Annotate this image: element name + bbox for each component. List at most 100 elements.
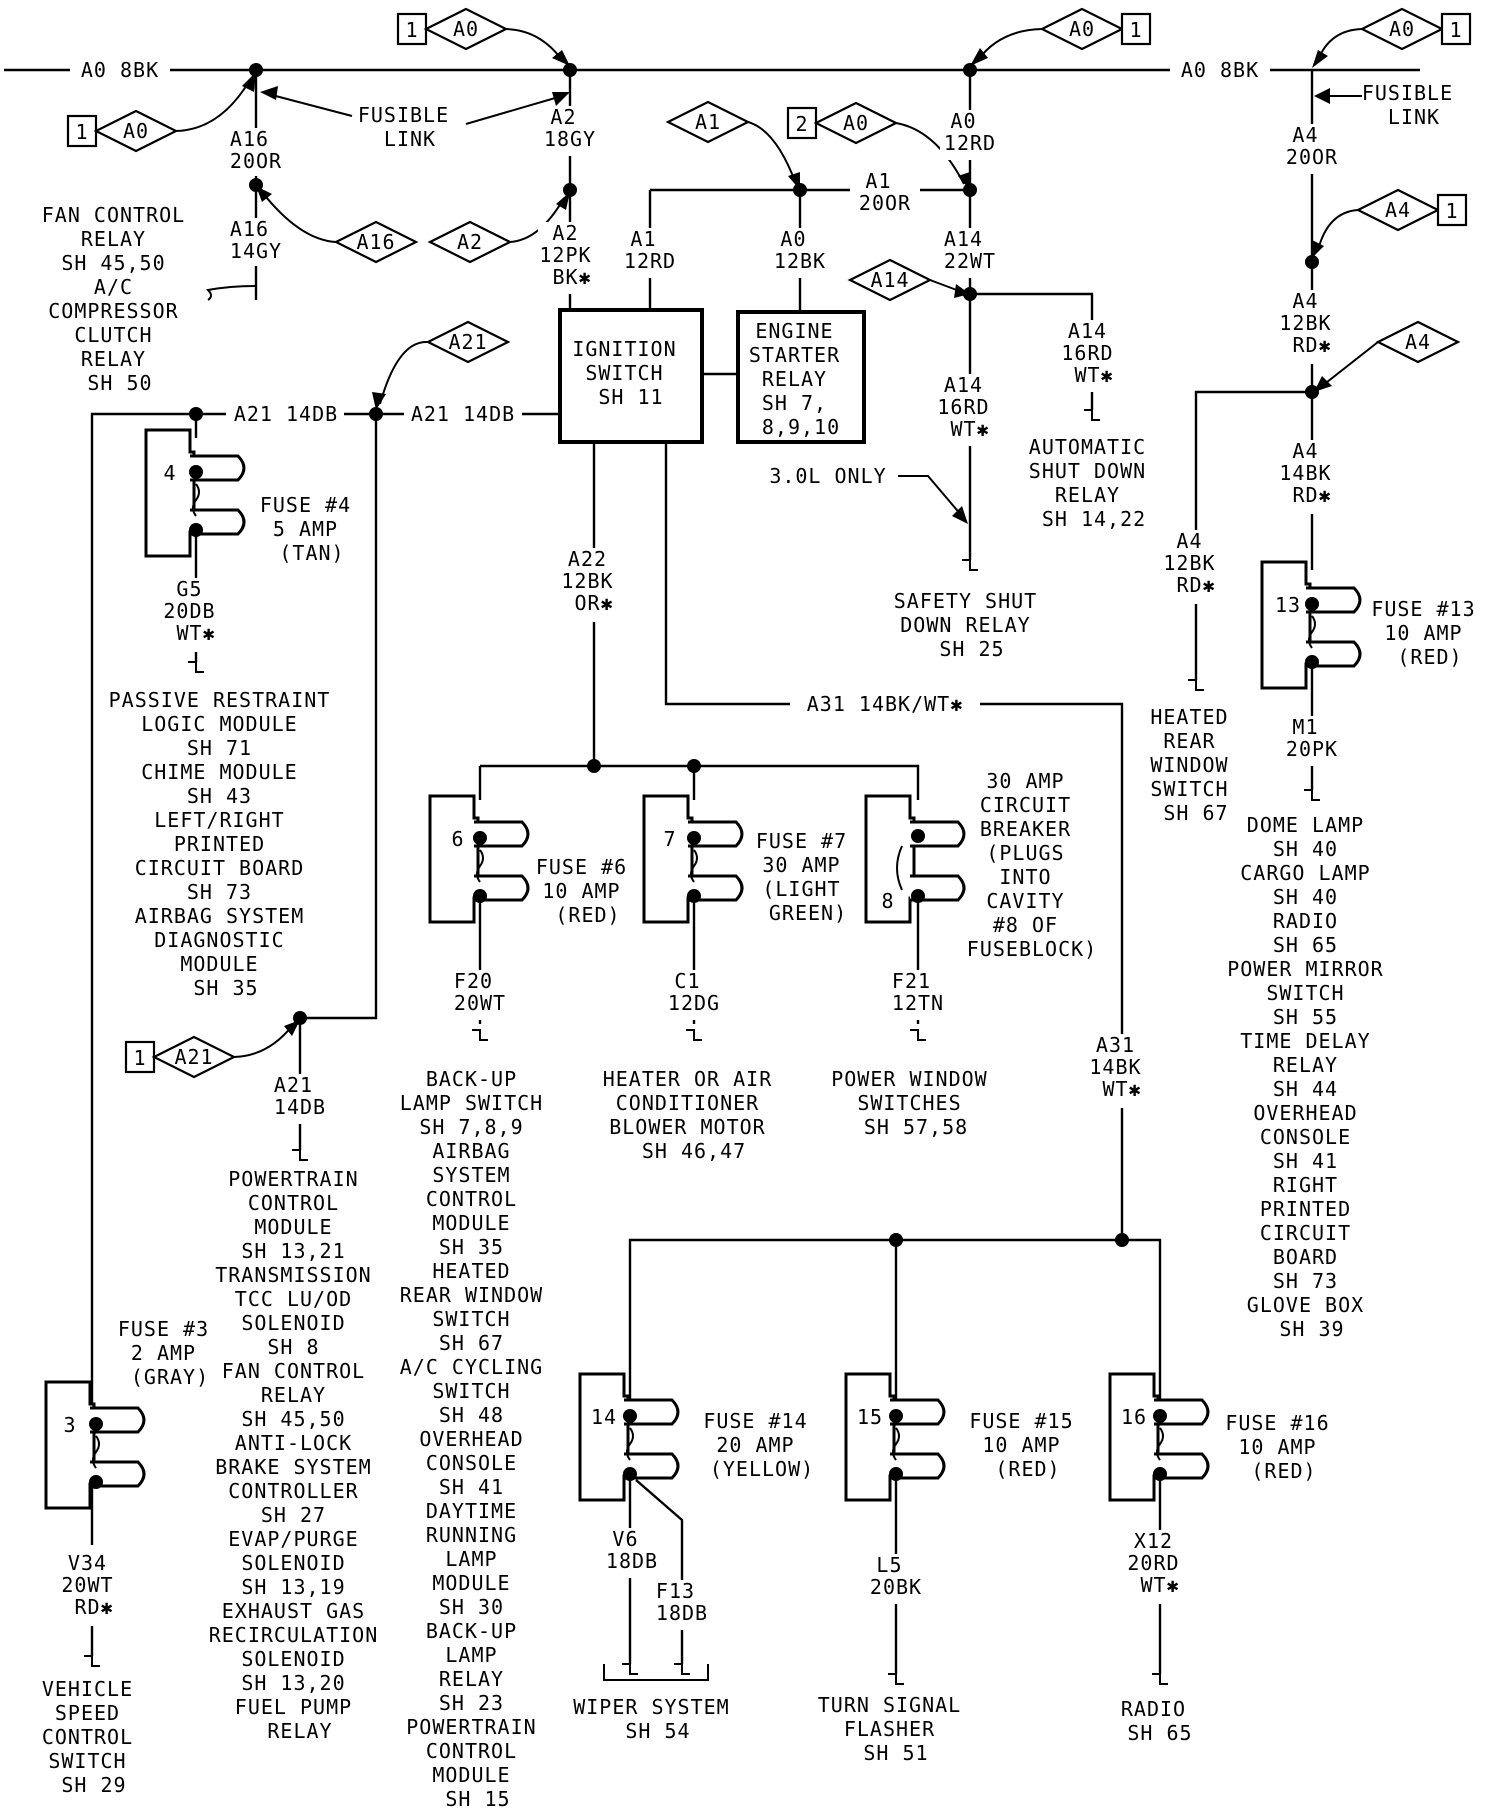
fuse-6-label: FUSE #6 10 AMP (RED) [536,855,640,927]
wire-label-m1-20pk: M1 20PK [1286,715,1338,761]
dest-wiper: WIPER SYSTEM SH 54 [573,1695,743,1743]
svg-text:A14: A14 [870,268,909,292]
wire-label-a14-16rd-right: A14 16RD WT✱ [1061,319,1126,387]
fuse-3: 3 [44,1380,146,1510]
connector-a1: A1 [665,100,751,144]
svg-text:16: 16 [1121,1405,1147,1429]
wire-label-a16-14gy: A16 14GY [230,217,282,263]
fuse-15: 15 [844,1372,946,1502]
fuse-16: 16 [1108,1372,1210,1502]
breaker-8-label: 30 AMP CIRCUIT BREAKER (PLUGS INTO CAVIT… [967,769,1097,961]
connector-a21-bottom: 1 A21 [124,1035,237,1079]
svg-text:14: 14 [591,1405,617,1429]
svg-text:13: 13 [1275,593,1301,617]
wire-label-a0-12rd: A0 12RD [944,109,996,155]
connector-a0-mid: 2 A0 [786,101,899,145]
svg-text:A0: A0 [453,17,479,41]
wire-label-a31-14bk-wt: A31 14BK/WT✱ [807,692,964,716]
wire-label-a1-20or: A1 20OR [859,169,911,215]
svg-text:7: 7 [663,827,676,851]
connector-a2: A2 [427,220,513,264]
dest-safety-shut-down: SAFETY SHUT DOWN RELAY SH 25 [894,589,1051,661]
fusible-link-label-right: FUSIBLE LINK [1362,81,1466,129]
svg-text:2: 2 [795,112,808,136]
svg-text:8: 8 [881,889,894,913]
svg-text:A21: A21 [174,1045,213,1069]
fuse-4: 4 [144,428,246,558]
dest-turn-signal: TURN SIGNAL FLASHER SH 51 [818,1693,975,1765]
fuse-3-label: FUSE #3 2 AMP (GRAY) [118,1317,222,1389]
wire-label-a14-16rd-center: A14 16RD WT✱ [937,373,1002,441]
dest-power-window: POWER WINDOW SWITCHES SH 57,58 [831,1067,1001,1139]
svg-text:A0: A0 [123,119,149,143]
fuse-14-label: FUSE #14 20 AMP (YELLOW) [703,1409,820,1481]
dest-passive-restraint: PASSIVE RESTRAINT LOGIC MODULE SH 71 CHI… [109,688,344,1000]
wire-label-a31-14bk-vert: A31 14BK WT✱ [1089,1033,1154,1101]
svg-text:A2: A2 [457,230,483,254]
svg-text:A16: A16 [356,230,395,254]
dest-radio: RADIO SH 65 [1121,1697,1199,1745]
wire-label-a1-12rd: A1 12RD [624,227,676,273]
dest-fan-control: FAN CONTROL RELAY SH 45,50 A/C COMPRESSO… [42,203,199,395]
connector-a4-top: A4 1 [1355,188,1468,232]
svg-text:1: 1 [75,120,88,144]
dest-powertrain: POWERTRAIN CONTROL MODULE SH 13,21 TRANS… [209,1167,392,1743]
circuit-breaker-8: 8 [864,794,966,924]
wire-label-l5-20bk: L5 20BK [870,1553,922,1599]
engine-starter-relay [736,310,866,444]
wire-label-f13-18db: F13 18DB [656,1579,708,1625]
dest-dome-lamp: DOME LAMP SH 40 CARGO LAMP SH 40 RADIO S… [1227,813,1397,1341]
svg-text:IGNITION SWITCH SH 11: IGNITION SWITCH SH 11 [572,337,689,409]
wire-label-f21-12tn: F21 12TN [892,969,944,1015]
wire-label-a21-14db-a: A21 14DB [234,402,338,426]
wire-label-c1-12dg: C1 12DG [668,969,720,1015]
svg-text:A1: A1 [695,110,721,134]
wire-label-a4-12bk-left: A4 12BK RD✱ [1163,529,1228,597]
svg-text:A21: A21 [448,330,487,354]
fuse-4-label: FUSE #4 5 AMP (TAN) [260,493,364,565]
svg-text:1: 1 [133,1046,146,1070]
connector-a4-mid: A4 [1375,320,1461,364]
svg-text:ENGINE STARTER RELAY: ENGINE STARTER RELAY SH 7, 8,9,10 [749,319,853,439]
fusible-link-label-center: FUSIBLE LINK [358,103,462,151]
connector-a16: A16 [333,220,419,264]
dest-heated-rear-window: HEATED REAR WINDOW SWITCH SH 67 [1150,705,1241,825]
fuse-13: 13 [1260,560,1362,690]
wire-label-a21-14db-b: A21 14DB [411,402,515,426]
svg-text:A4: A4 [1405,330,1431,354]
fuse-14: 14 [578,1372,680,1502]
wire-label-f20-20wt: F20 20WT [454,969,506,1015]
wire-label-a16-20or: A16 20OR [230,127,282,173]
wire-label-x12-20rd: X12 20RD WT✱ [1127,1529,1192,1597]
dest-heater-blower: HEATER OR AIR CONDITIONER BLOWER MOTOR S… [603,1067,786,1163]
label-3-0l-only: 3.0L ONLY [769,464,886,488]
svg-text:1: 1 [1449,18,1462,42]
fuse-7-label: FUSE #7 30 AMP (LIGHT GREEN) [756,829,860,925]
dest-asd-relay: AUTOMATIC SHUT DOWN RELAY SH 14,22 [1029,435,1159,531]
fuse-15-label: FUSE #15 10 AMP (RED) [969,1409,1086,1481]
connector-a21-top: A21 [425,320,511,364]
svg-text:1: 1 [405,18,418,42]
svg-text:A0: A0 [1069,17,1095,41]
wire-label-a0-12bk: A0 12BK [774,227,826,273]
connector-a0-top-right: A0 1 [1039,7,1152,51]
svg-text:1: 1 [1445,199,1458,223]
connector-a0-top-center: 1 A0 [396,7,509,51]
svg-text:15: 15 [857,1405,883,1429]
svg-text:A0: A0 [1389,17,1415,41]
wire-label-a21-14db-c: A21 14DB [274,1073,326,1119]
fuse-16-label: FUSE #16 10 AMP (RED) [1225,1411,1342,1483]
svg-text:A0: A0 [843,111,869,135]
svg-text:4: 4 [163,461,176,485]
connector-a0-far-right: A0 1 [1359,7,1472,51]
svg-text:3: 3 [63,1413,76,1437]
wire-label-g5-20db: G5 20DB WT✱ [163,577,228,645]
connector-a0-left: 1 A0 [66,109,179,153]
wire-label-a2-18gy: A2 18GY [544,105,596,151]
svg-text:A4: A4 [1385,198,1411,222]
dest-vehicle-speed: VEHICLE SPEED CONTROL SWITCH SH 29 [42,1677,146,1797]
wire-label-v34-20wt: V34 20WT RD✱ [61,1551,126,1619]
wire-label-v6-18db: V6 18DB [606,1527,658,1573]
wire-label-a22-12bk: A22 12BK OR✱ [561,547,626,615]
